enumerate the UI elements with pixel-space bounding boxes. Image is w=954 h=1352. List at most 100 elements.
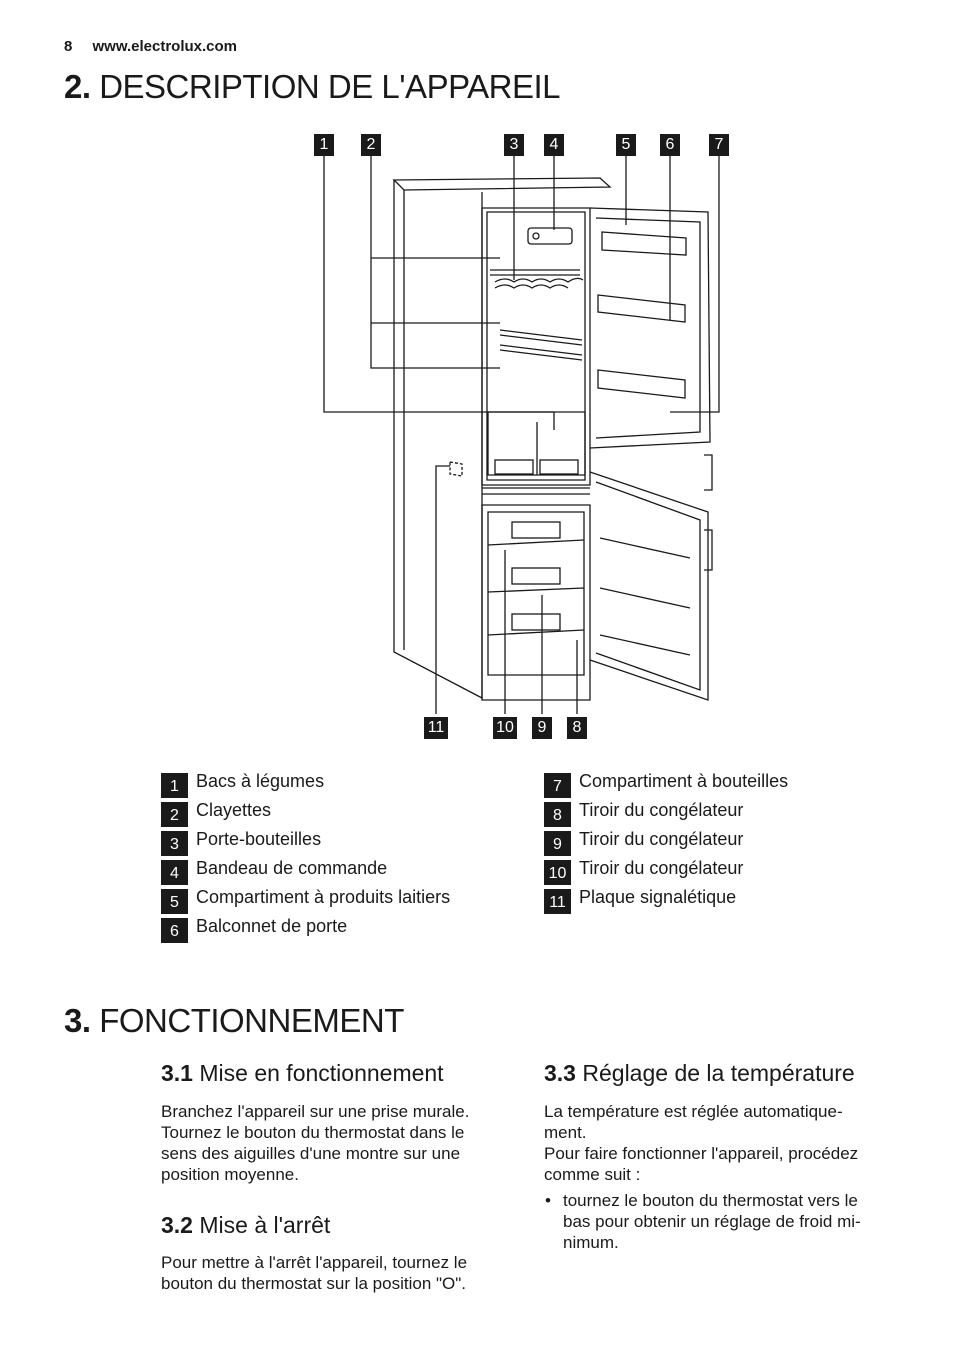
section-2-number: 2. [64, 68, 91, 105]
page-header: 8 www.electrolux.com [64, 38, 237, 55]
subsection-3-2-text: Pour mettre à l'arrêt l'appareil, tourne… [161, 1252, 511, 1294]
text-line: bas pour obtenir un réglage de froid mi- [563, 1212, 861, 1231]
section-3-heading: 3. FONCTIONNEMENT [64, 1002, 404, 1040]
legend-item: 10 Tiroir du congélateur [544, 857, 788, 886]
bullet-icon: • [545, 1191, 551, 1210]
legend-number: 6 [161, 918, 188, 943]
rating-plate [449, 461, 463, 477]
legend-left: 1 Bacs à légumes 2 Clayettes 3 Porte-boutei… [161, 770, 450, 944]
legend-item: 4 Bandeau de commande [161, 857, 450, 886]
bottle-compartment [597, 369, 686, 399]
text-line: Pour faire fonctionner l'appareil, procé… [544, 1144, 859, 1163]
legend-number: 5 [161, 889, 188, 914]
bottle-rack [494, 277, 584, 283]
leader-line-11 [435, 465, 450, 714]
section-3-title: FONCTIONNEMENT [99, 1002, 404, 1039]
legend-number: 2 [161, 802, 188, 827]
section-2-title: DESCRIPTION DE L'APPAREIL [99, 68, 561, 105]
page-number: 8 [64, 38, 73, 55]
text-line: Pour mettre à l'arrêt l'appareil, tourne… [161, 1253, 468, 1272]
shelf [490, 269, 580, 276]
legend-number: 8 [544, 802, 571, 827]
subsection-3-2-title: Mise à l'arrêt [199, 1212, 331, 1238]
legend-label: Bandeau de commande [196, 858, 388, 878]
legend-label: Clayettes [196, 800, 272, 820]
subsection-3-3-heading: 3.3 Réglage de la température [544, 1060, 855, 1087]
text-line: nimum. [563, 1233, 619, 1252]
text-line: sens des aiguilles d'une montre sur une [161, 1144, 461, 1163]
legend-number: 11 [544, 889, 571, 914]
legend-number: 7 [544, 773, 571, 798]
legend-item: 11 Plaque signalétique [544, 886, 788, 915]
text-line: La température est réglée automatique- [544, 1102, 843, 1121]
callout-7: 7 [709, 134, 729, 156]
text-line: Branchez l'appareil sur une prise murale… [161, 1102, 470, 1121]
legend-number: 10 [544, 860, 571, 885]
subsection-3-1-number: 3.1 [161, 1060, 193, 1086]
legend-label: Tiroir du congélateur [579, 858, 744, 878]
section-3-number: 3. [64, 1002, 91, 1039]
legend-item: 6 Balconnet de porte [161, 915, 450, 944]
section-2-heading: 2. DESCRIPTION DE L'APPAREIL [64, 68, 561, 106]
callout-3: 3 [504, 134, 524, 156]
freezer-drawers [487, 539, 585, 636]
legend-number: 1 [161, 773, 188, 798]
text-line: tournez le bouton du thermostat vers le [563, 1191, 858, 1210]
callout-4: 4 [544, 134, 564, 156]
callout-1: 1 [314, 134, 334, 156]
cabinet-top [392, 177, 612, 191]
legend-number: 4 [161, 860, 188, 885]
legend-label: Bacs à légumes [196, 771, 325, 791]
legend-label: Balconnet de porte [196, 916, 348, 936]
legend-item: 3 Porte-bouteilles [161, 828, 450, 857]
legend-label: Tiroir du congélateur [579, 829, 744, 849]
leader-line-2 [370, 154, 500, 369]
control-panel [527, 227, 573, 245]
appliance-diagram: 1 2 3 4 5 6 7 11 10 9 8 [300, 130, 740, 750]
subsection-3-2-number: 3.2 [161, 1212, 193, 1238]
subsection-3-1-heading: 3.1 Mise en fonctionnement [161, 1060, 444, 1087]
freezer-compartment [481, 504, 591, 701]
text-line: comme suit : [544, 1165, 641, 1184]
subsection-3-3-title: Réglage de la température [582, 1060, 855, 1086]
subsection-3-1-title: Mise en fonctionnement [199, 1060, 444, 1086]
subsection-3-2-heading: 3.2 Mise à l'arrêt [161, 1212, 330, 1239]
text-line: position moyenne. [161, 1165, 299, 1184]
legend-item: 2 Clayettes [161, 799, 450, 828]
text-line: ment. [544, 1123, 587, 1142]
legend-number: 9 [544, 831, 571, 856]
fridge-compartment [481, 207, 591, 486]
callout-5: 5 [616, 134, 636, 156]
legend-item: 5 Compartiment à produits laitiers [161, 886, 450, 915]
text-line: Tournez le bouton du thermostat dans le [161, 1123, 465, 1142]
callout-11: 11 [424, 717, 448, 739]
callout-8: 8 [567, 717, 587, 739]
legend-label: Plaque signalétique [579, 887, 737, 907]
subsection-3-3-number: 3.3 [544, 1060, 576, 1086]
legend-label: Porte-bouteilles [196, 829, 322, 849]
subsection-3-3-bullet: • tournez le bouton du thermostat vers l… [545, 1190, 903, 1253]
subsection-3-3-text: La température est réglée automatique- m… [544, 1101, 894, 1185]
text-line: bouton du thermostat sur la position "O"… [161, 1274, 467, 1293]
leader-line-7 [670, 154, 720, 413]
dairy-compartment [601, 231, 687, 256]
fridge-door [589, 207, 711, 449]
shelf [499, 329, 583, 346]
legend-item: 1 Bacs à légumes [161, 770, 450, 799]
leader-line-1 [323, 154, 555, 430]
door-balcony [597, 294, 686, 323]
subsection-3-1-text: Branchez l'appareil sur une prise murale… [161, 1101, 511, 1185]
legend-label: Compartiment à produits laitiers [196, 887, 451, 907]
callout-6: 6 [660, 134, 680, 156]
callout-2: 2 [361, 134, 381, 156]
fridge-drawing [323, 154, 720, 714]
freezer-door [589, 471, 709, 701]
legend-item: 9 Tiroir du congélateur [544, 828, 788, 857]
website-url: www.electrolux.com [92, 38, 238, 55]
legend-label: Tiroir du congélateur [579, 800, 744, 820]
callout-9: 9 [532, 717, 552, 739]
legend-number: 3 [161, 831, 188, 856]
callout-10: 10 [493, 717, 517, 739]
